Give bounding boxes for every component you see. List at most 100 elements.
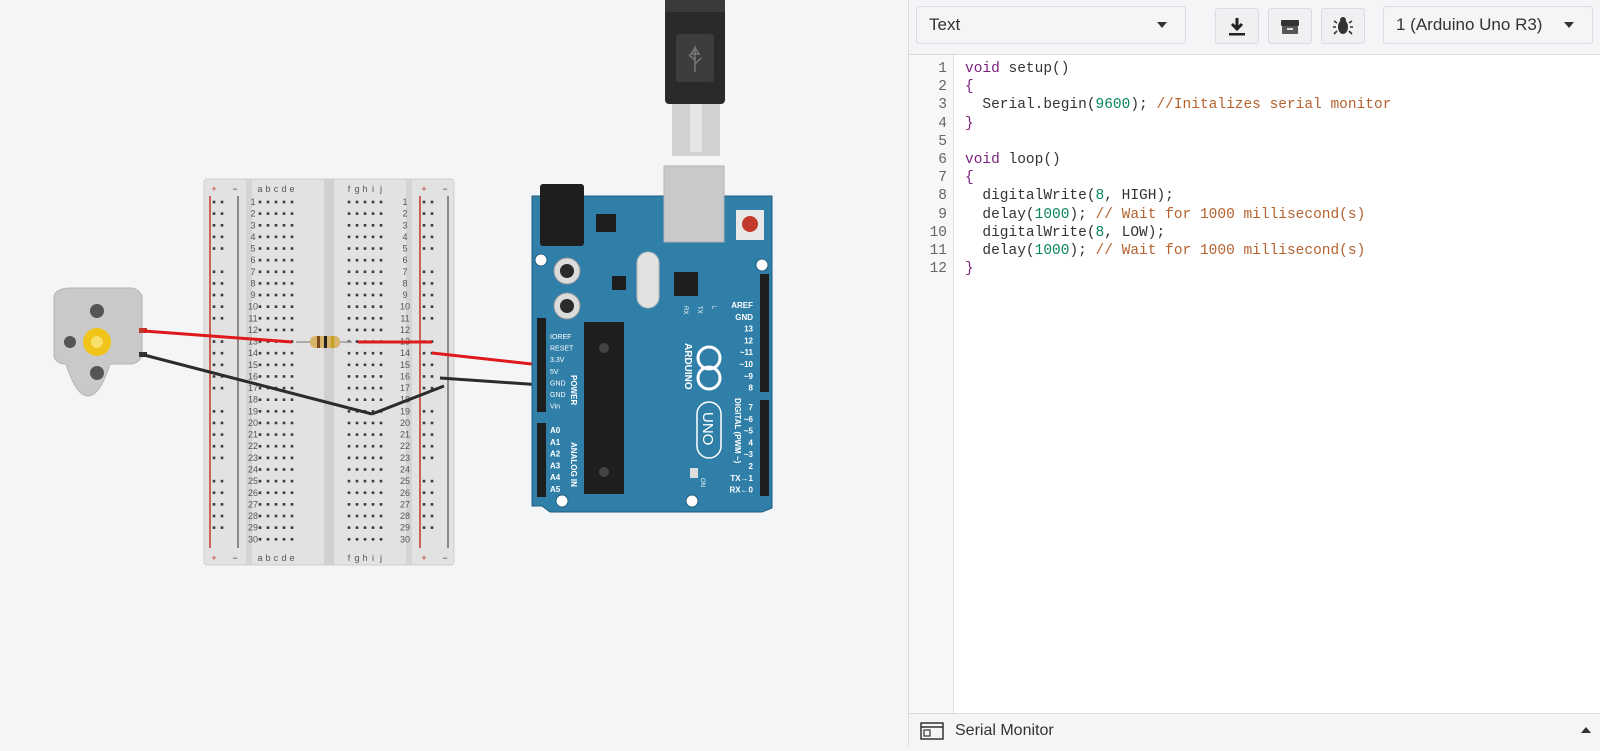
breadboard-hole[interactable] <box>430 363 434 367</box>
breadboard-hole[interactable] <box>282 421 286 425</box>
breadboard-hole[interactable] <box>274 282 278 285</box>
breadboard-hole[interactable] <box>355 433 359 436</box>
breadboard-hole[interactable] <box>430 212 434 215</box>
breadboard-hole[interactable] <box>371 351 375 355</box>
breadboard-hole[interactable] <box>379 363 383 367</box>
breadboard-hole[interactable] <box>422 526 426 529</box>
breadboard-hole[interactable] <box>379 223 383 227</box>
breadboard-hole[interactable] <box>274 212 278 215</box>
breadboard-hole[interactable] <box>282 410 286 413</box>
breadboard-hole[interactable] <box>363 305 367 308</box>
breadboard-hole[interactable] <box>355 247 359 250</box>
breadboard-hole[interactable] <box>282 386 286 390</box>
breadboard-hole[interactable] <box>371 479 375 483</box>
breadboard-hole[interactable] <box>355 223 359 227</box>
breadboard-hole[interactable] <box>347 258 351 262</box>
breadboard-hole[interactable] <box>258 340 262 343</box>
breadboard-hole[interactable] <box>379 514 383 518</box>
breadboard-hole[interactable] <box>266 514 270 518</box>
breadboard-hole[interactable] <box>347 410 351 413</box>
breadboard-hole[interactable] <box>371 282 375 285</box>
breadboard-hole[interactable] <box>220 223 224 227</box>
breadboard-hole[interactable] <box>371 491 375 495</box>
breadboard-hole[interactable] <box>347 351 351 355</box>
breadboard-hole[interactable] <box>290 456 294 460</box>
breadboard-hole[interactable] <box>422 433 426 436</box>
breadboard-hole[interactable] <box>355 398 359 402</box>
breadboard-hole[interactable] <box>422 375 426 378</box>
breadboard-hole[interactable] <box>355 270 359 274</box>
breadboard-hole[interactable] <box>347 363 351 367</box>
breadboard-hole[interactable] <box>379 421 383 425</box>
breadboard-hole[interactable] <box>274 258 278 262</box>
breadboard-hole[interactable] <box>355 537 359 541</box>
breadboard-hole[interactable] <box>371 421 375 425</box>
breadboard-hole[interactable] <box>422 305 426 308</box>
breadboard-hole[interactable] <box>347 514 351 518</box>
breadboard-hole[interactable] <box>347 468 351 471</box>
breadboard-hole[interactable] <box>379 293 383 297</box>
breadboard-hole[interactable] <box>220 340 224 343</box>
breadboard-hole[interactable] <box>290 479 294 483</box>
breadboard-hole[interactable] <box>355 514 359 518</box>
breadboard-hole[interactable] <box>258 293 262 297</box>
resistor[interactable] <box>296 336 352 348</box>
breadboard-hole[interactable] <box>355 503 359 506</box>
breadboard-hole[interactable] <box>266 212 270 215</box>
breadboard-hole[interactable] <box>422 235 426 239</box>
breadboard-hole[interactable] <box>212 421 216 425</box>
breadboard-hole[interactable] <box>274 526 278 529</box>
breadboard-hole[interactable] <box>220 212 224 215</box>
breadboard-hole[interactable] <box>347 317 351 320</box>
breadboard-hole[interactable] <box>371 398 375 402</box>
breadboard-hole[interactable] <box>266 235 270 239</box>
breadboard-hole[interactable] <box>371 363 375 367</box>
breadboard-hole[interactable] <box>266 305 270 308</box>
breadboard-hole[interactable] <box>363 386 367 390</box>
breadboard-hole[interactable] <box>266 491 270 495</box>
breadboard-hole[interactable] <box>422 421 426 425</box>
breadboard-hole[interactable] <box>258 305 262 308</box>
breadboard-hole[interactable] <box>258 235 262 239</box>
breadboard-hole[interactable] <box>355 386 359 390</box>
breadboard-hole[interactable] <box>379 433 383 436</box>
breadboard-hole[interactable] <box>258 317 262 320</box>
breadboard-hole[interactable] <box>212 293 216 297</box>
breadboard-hole[interactable] <box>282 223 286 227</box>
breadboard-hole[interactable] <box>363 258 367 262</box>
breadboard-hole[interactable] <box>274 363 278 367</box>
breadboard-hole[interactable] <box>371 537 375 541</box>
breadboard-hole[interactable] <box>258 526 262 529</box>
breadboard-hole[interactable] <box>274 235 278 239</box>
breadboard-hole[interactable] <box>347 223 351 227</box>
breadboard-hole[interactable] <box>258 444 262 448</box>
breadboard-hole[interactable] <box>212 363 216 367</box>
breadboard-hole[interactable] <box>266 479 270 483</box>
breadboard-hole[interactable] <box>371 235 375 239</box>
breadboard-hole[interactable] <box>355 235 359 239</box>
breadboard-hole[interactable] <box>212 410 216 413</box>
breadboard-hole[interactable] <box>212 200 216 204</box>
breadboard-hole[interactable] <box>282 433 286 436</box>
breadboard-hole[interactable] <box>371 223 375 227</box>
breadboard-hole[interactable] <box>282 351 286 355</box>
breadboard-hole[interactable] <box>355 526 359 529</box>
breadboard-hole[interactable] <box>220 491 224 495</box>
breadboard-hole[interactable] <box>258 212 262 215</box>
breadboard-hole[interactable] <box>371 444 375 448</box>
breadboard-hole[interactable] <box>430 444 434 448</box>
breadboard-hole[interactable] <box>290 270 294 274</box>
debugger-button[interactable] <box>1321 8 1365 44</box>
breadboard-hole[interactable] <box>363 247 367 250</box>
breadboard-hole[interactable] <box>258 433 262 436</box>
breadboard-hole[interactable] <box>363 363 367 367</box>
breadboard-hole[interactable] <box>290 317 294 320</box>
breadboard-hole[interactable] <box>290 526 294 529</box>
breadboard-hole[interactable] <box>220 351 224 355</box>
breadboard-hole[interactable] <box>347 386 351 390</box>
breadboard-hole[interactable] <box>212 247 216 250</box>
breadboard-hole[interactable] <box>258 468 262 471</box>
breadboard-hole[interactable] <box>212 305 216 308</box>
